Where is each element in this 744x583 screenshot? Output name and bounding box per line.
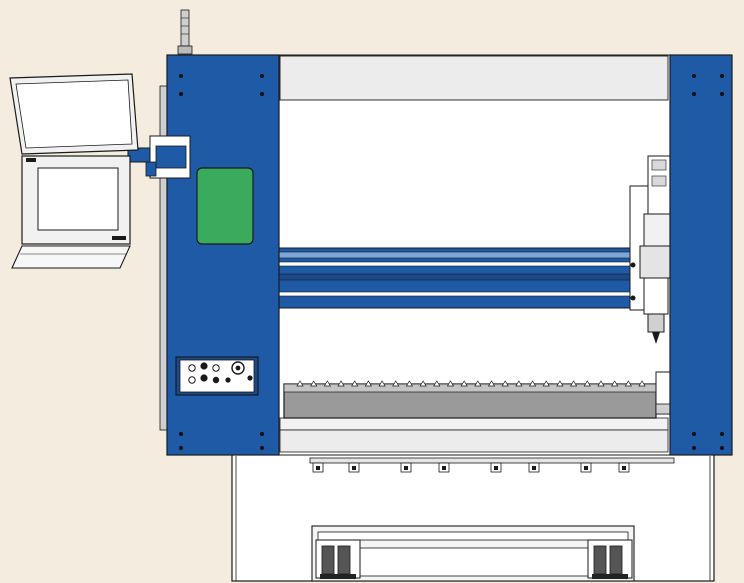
bed-clamp bbox=[597, 380, 605, 387]
bed-clamp bbox=[624, 380, 632, 387]
bed-clamp bbox=[378, 380, 386, 387]
bed-clamp bbox=[501, 380, 509, 387]
bed-clamp bbox=[433, 380, 441, 387]
left-foot bbox=[315, 539, 361, 579]
bed-clamp bbox=[323, 380, 331, 387]
bed-clamps bbox=[296, 380, 646, 387]
rail-block-bolt bbox=[494, 466, 498, 470]
bed-clamp bbox=[337, 380, 345, 387]
bed-clamp bbox=[392, 380, 400, 387]
rail-blocks bbox=[312, 462, 630, 473]
bed-clamp bbox=[296, 380, 304, 387]
bed-clamp bbox=[405, 380, 414, 387]
bed-clamp bbox=[556, 380, 564, 387]
bed-clamp bbox=[446, 380, 455, 387]
bed-clamp bbox=[583, 380, 591, 387]
bed-clamp bbox=[528, 380, 537, 387]
bed-clamp bbox=[310, 380, 318, 387]
rail-block-bolt bbox=[622, 466, 626, 470]
rail-block-bolt bbox=[316, 466, 320, 470]
rail-block-bolt bbox=[352, 466, 356, 470]
rail-block-bolt bbox=[442, 466, 446, 470]
bed-clamp bbox=[351, 380, 359, 387]
operator-control-panel bbox=[175, 356, 259, 396]
work-table bbox=[283, 371, 671, 419]
green-panel bbox=[196, 167, 254, 245]
x-axis-gantry-beam bbox=[278, 247, 638, 309]
bed-clamp bbox=[460, 380, 468, 387]
bed-clamp bbox=[638, 380, 646, 387]
rail-block-bolt bbox=[532, 466, 536, 470]
bed-clamp bbox=[515, 380, 523, 387]
rail-block-bolt bbox=[404, 466, 408, 470]
right-foot bbox=[587, 539, 633, 579]
bed-clamp bbox=[364, 380, 373, 387]
bed-clamp bbox=[542, 380, 550, 387]
signal-tower bbox=[177, 9, 193, 55]
bed-clamp bbox=[611, 380, 619, 387]
bed-clamp bbox=[419, 380, 427, 387]
monitor-arm bbox=[127, 135, 191, 179]
rail-block-bolt bbox=[584, 466, 588, 470]
operator-monitor bbox=[9, 73, 139, 269]
right-column bbox=[669, 54, 733, 456]
spindle-head-unit bbox=[629, 155, 671, 344]
machine-base bbox=[231, 452, 715, 582]
bed-clamp bbox=[474, 380, 482, 387]
bed-clamp bbox=[487, 380, 496, 387]
bed-clamp bbox=[569, 380, 578, 387]
